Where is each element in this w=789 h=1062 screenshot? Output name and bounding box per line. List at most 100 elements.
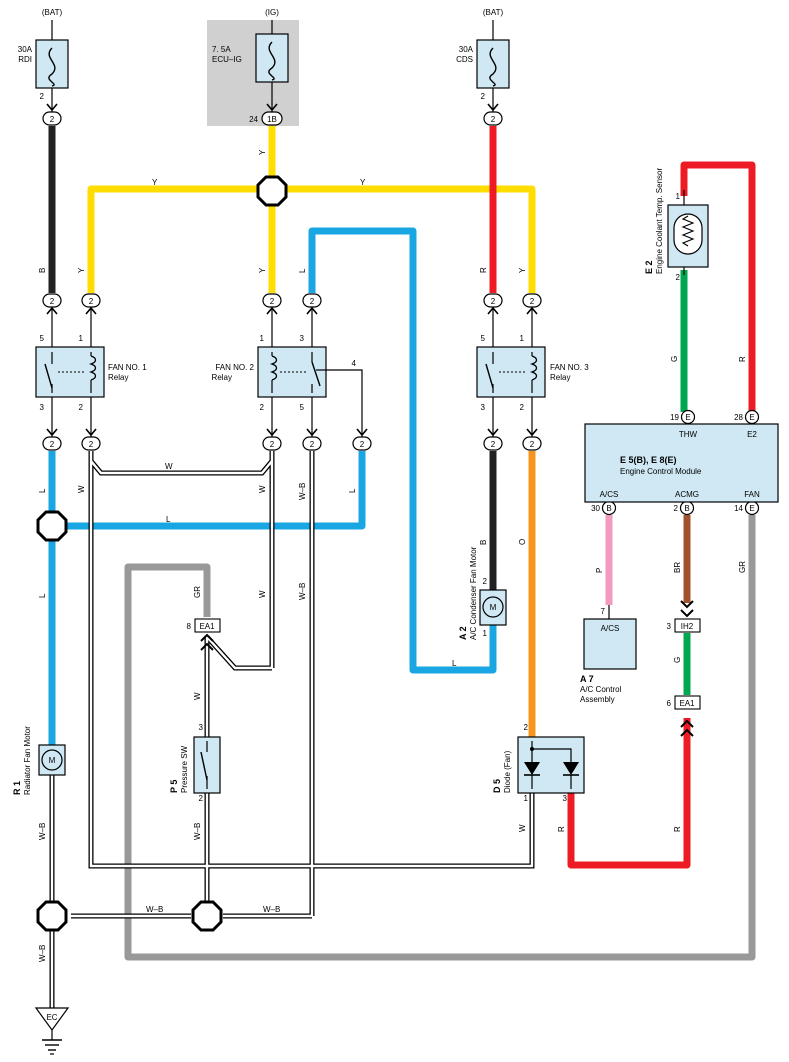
svg-text:3: 3 bbox=[300, 334, 305, 343]
fuse-rdi: (BAT) 30A RDI 2 bbox=[18, 8, 69, 112]
pin-ecm-thw: E bbox=[680, 409, 696, 425]
svg-text:2: 2 bbox=[491, 440, 496, 449]
svg-text:W: W bbox=[258, 485, 267, 493]
svg-text:Y: Y bbox=[152, 178, 158, 187]
svg-text:W–B: W–B bbox=[38, 823, 47, 840]
svg-text:G: G bbox=[670, 356, 679, 362]
svg-text:1B: 1B bbox=[267, 115, 277, 124]
pin-relay2-bot-b: 2 bbox=[302, 436, 322, 451]
svg-text:Y: Y bbox=[77, 267, 86, 273]
pin-relay3-top-b: 2 bbox=[522, 293, 542, 308]
svg-text:2: 2 bbox=[270, 440, 275, 449]
fuse-cds: (BAT) 30A CDS 2 bbox=[456, 8, 510, 112]
ac-control-assembly: A/CS 7 A 7 A/C Control Assembly bbox=[580, 605, 637, 704]
fuse-rdi-source: (BAT) bbox=[42, 8, 63, 17]
junction-top-y bbox=[256, 175, 288, 207]
svg-text:5: 5 bbox=[481, 334, 486, 343]
svg-text:2: 2 bbox=[40, 92, 45, 101]
pin-connectors: 2 1B 2 2 2 2 2 2 2 2 2 2 2 2 2 2 E E B B… bbox=[42, 111, 760, 516]
svg-text:M: M bbox=[490, 603, 497, 612]
svg-text:2: 2 bbox=[89, 440, 94, 449]
svg-text:O: O bbox=[518, 539, 527, 545]
svg-text:R: R bbox=[557, 826, 566, 832]
svg-text:2: 2 bbox=[199, 794, 204, 803]
sensor-code: E 2 bbox=[644, 260, 654, 274]
pin-relay2-bot-c: 2 bbox=[352, 436, 372, 451]
rad-motor-name: Radiator Fan Motor bbox=[23, 726, 32, 795]
pin-relay3-bot-b: 2 bbox=[522, 436, 542, 451]
pin-ecm-e2: E bbox=[744, 409, 760, 425]
wire-l-fan2-acmotor bbox=[308, 227, 497, 674]
junction-left-l bbox=[36, 510, 68, 542]
rad-motor-code: R 1 bbox=[12, 781, 22, 795]
svg-text:2: 2 bbox=[674, 504, 679, 513]
coolant-temp-sensor: 1 2 E 2 Engine Coolant Temp. Sensor bbox=[644, 168, 709, 282]
ac-motor-code: A 2 bbox=[458, 626, 468, 640]
svg-text:1: 1 bbox=[260, 334, 265, 343]
pin-cds: 2 bbox=[483, 111, 503, 126]
svg-text:R: R bbox=[479, 267, 488, 273]
wire-r-diode-ea1 bbox=[567, 718, 691, 869]
svg-text:14: 14 bbox=[734, 504, 743, 513]
fuse-ecu-ig-name: ECU–IG bbox=[212, 55, 242, 64]
svg-text:B: B bbox=[38, 268, 47, 273]
svg-text:2: 2 bbox=[481, 92, 486, 101]
svg-text:2: 2 bbox=[360, 440, 365, 449]
svg-text:2: 2 bbox=[491, 297, 496, 306]
svg-text:M: M bbox=[49, 756, 56, 765]
relay-fan-1: 5 1 3 2 FAN NO. 1 Relay bbox=[35, 307, 147, 437]
ac-motor-name: A/C Condenser Fan Motor bbox=[469, 546, 478, 640]
pin-ecu-1b: 1B bbox=[261, 111, 283, 126]
svg-text:IH2: IH2 bbox=[681, 622, 694, 631]
svg-text:2: 2 bbox=[310, 440, 315, 449]
pin-ecm-acmg: B bbox=[679, 500, 695, 516]
svg-text:1: 1 bbox=[483, 629, 488, 638]
svg-text:2: 2 bbox=[50, 297, 55, 306]
svg-text:L: L bbox=[452, 659, 457, 668]
svg-text:GR: GR bbox=[738, 561, 747, 573]
svg-text:EA1: EA1 bbox=[679, 699, 695, 708]
wire-code-labels: B Y Y Y L R Y L W W W–B L B O L GR W W–B… bbox=[38, 149, 747, 962]
svg-text:2: 2 bbox=[491, 115, 496, 124]
white-wires bbox=[49, 451, 535, 1008]
svg-text:P: P bbox=[595, 568, 604, 573]
pin-relay1-bot-a: 2 bbox=[42, 436, 62, 451]
svg-text:W: W bbox=[165, 462, 173, 471]
svg-text:2: 2 bbox=[676, 273, 681, 282]
wire-r-sensor-e2 bbox=[680, 161, 756, 412]
fuse-ecu-ig-rating: 7. 5A bbox=[212, 45, 231, 54]
pressure-sw-code: P 5 bbox=[169, 780, 179, 793]
wire-l-fan2-pin4 bbox=[66, 451, 366, 530]
wire-gr-loop bbox=[124, 515, 756, 961]
engine-control-module: E 5(B), E 8(E) Engine Control Module THW… bbox=[584, 413, 779, 513]
svg-text:R: R bbox=[673, 826, 682, 832]
svg-text:2: 2 bbox=[260, 403, 265, 412]
relay-fan-2: 1 3 4 2 5 FAN NO. 2 Relay bbox=[212, 307, 363, 437]
fuse-cds-name: CDS bbox=[456, 55, 473, 64]
svg-text:W: W bbox=[193, 692, 202, 700]
fuse-cds-source: (BAT) bbox=[483, 8, 504, 17]
junction-ground-left bbox=[36, 900, 68, 932]
svg-text:28: 28 bbox=[734, 413, 743, 422]
ground-ec: EC bbox=[34, 1007, 70, 1055]
fuse-rdi-name: RDI bbox=[18, 55, 32, 64]
svg-text:2: 2 bbox=[50, 115, 55, 124]
svg-text:7: 7 bbox=[601, 607, 606, 616]
pin-relay3-top-a: 2 bbox=[483, 293, 503, 308]
fuse-ecu-ig-source: (IG) bbox=[265, 8, 279, 17]
pin-relay2-top-b: 2 bbox=[302, 293, 322, 308]
svg-text:3: 3 bbox=[563, 794, 568, 803]
diode-fan: 2 1 3 D 5 Diode (Fan) bbox=[492, 723, 585, 803]
svg-text:L: L bbox=[38, 593, 47, 598]
svg-text:24: 24 bbox=[249, 115, 258, 124]
svg-text:5: 5 bbox=[300, 403, 305, 412]
relay-fan-2-label2: Relay bbox=[212, 373, 232, 382]
svg-text:Y: Y bbox=[258, 267, 267, 273]
svg-text:Y: Y bbox=[360, 178, 366, 187]
radiator-fan-motor: M R 1 Radiator Fan Motor bbox=[12, 726, 66, 795]
svg-text:FAN: FAN bbox=[744, 490, 760, 499]
connector-ih2: IH2 3 bbox=[667, 618, 701, 633]
connector-ea1-left: EA1 8 bbox=[187, 618, 221, 633]
svg-text:A/CS: A/CS bbox=[601, 624, 620, 633]
svg-text:2: 2 bbox=[524, 723, 529, 732]
